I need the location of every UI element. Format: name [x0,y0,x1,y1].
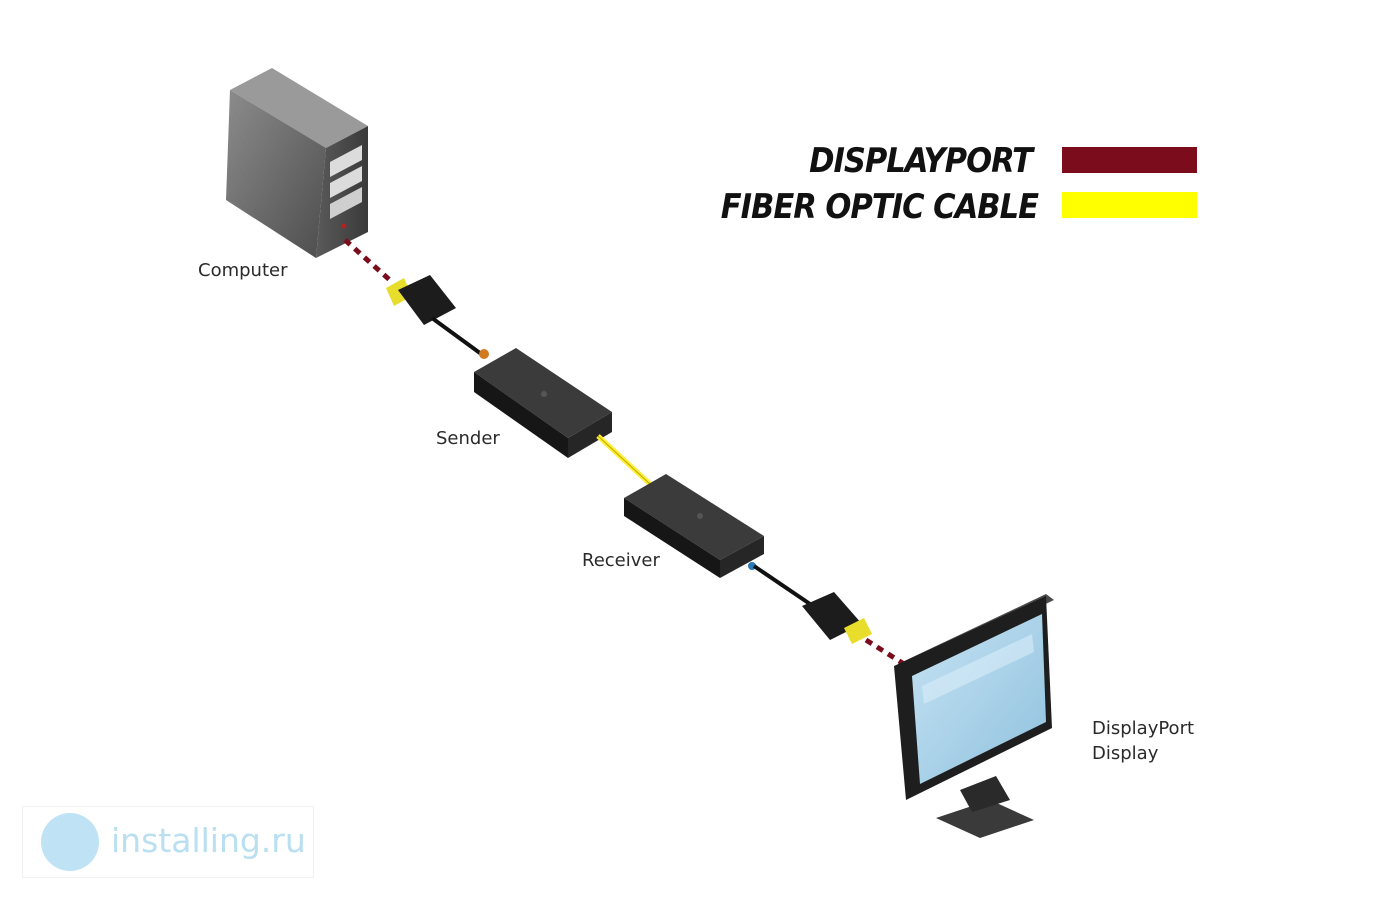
computer-label: Computer [198,260,288,281]
watermark-text: installing.ru [111,821,306,860]
legend-displayport-label: DISPLAYPORT [809,141,1033,181]
computer-tower-icon [226,68,368,258]
receiver-box [624,474,764,578]
sender-label: Sender [436,428,500,449]
displayport-cable-display [864,637,906,667]
adapter-display-side [802,592,872,644]
legend-displayport-swatch [1062,147,1197,173]
cable-receiver-to-adapter [752,564,812,606]
display-label: DisplayPort Display [1092,716,1194,766]
monitor-icon [894,594,1054,838]
adapter-sender-side [386,275,456,325]
watermark: installing.ru [22,806,314,878]
receiver-label: Receiver [582,550,660,571]
sender-box [474,348,612,458]
display-label-line2: Display [1092,743,1159,764]
cable-adapter-to-sender [430,316,486,358]
displayport-cable-computer [343,238,394,284]
watermark-logo-icon [41,813,99,871]
display-label-line1: DisplayPort [1092,718,1195,739]
legend-fiber-swatch [1062,192,1197,218]
legend-fiber-label: FIBER OPTIC CABLE [720,187,1039,227]
